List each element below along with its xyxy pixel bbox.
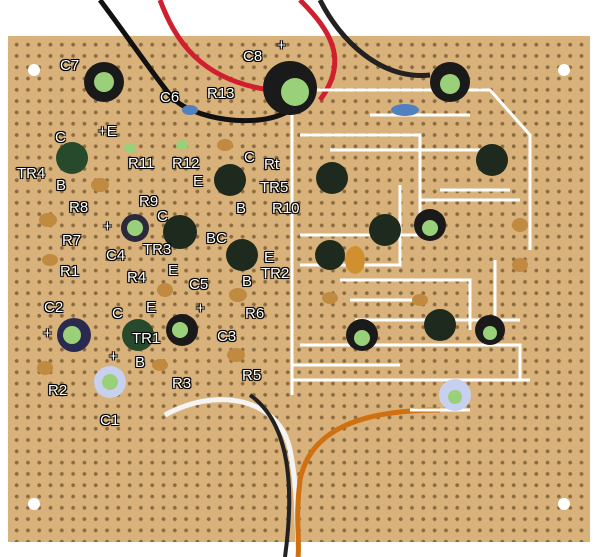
- label-r3: R3: [172, 375, 192, 392]
- label-tr5: TR5: [260, 179, 289, 196]
- mounting-hole: [28, 64, 40, 76]
- label-c1: C1: [100, 412, 120, 429]
- label-tr4: TR4: [17, 165, 46, 182]
- label-b: B: [242, 273, 253, 290]
- label-c: C: [112, 305, 123, 322]
- label-c7: C7: [60, 57, 80, 74]
- label-plus: +: [277, 37, 286, 54]
- label-r1: R1: [60, 263, 80, 280]
- label-r6: R6: [245, 305, 265, 322]
- label-r8: R8: [69, 199, 89, 216]
- label-c5: C5: [189, 276, 209, 293]
- wire-red: [157, 0, 271, 93]
- wire-black: [248, 393, 292, 557]
- label-r13: R13: [207, 85, 235, 102]
- label-plus: +: [109, 348, 118, 365]
- wire-white: [163, 397, 303, 557]
- mounting-hole: [558, 64, 570, 76]
- label-r11: R11: [128, 155, 155, 172]
- label-rt: Rt: [264, 156, 279, 173]
- label-e: E: [146, 299, 157, 316]
- label-r10: R10: [272, 200, 300, 217]
- label-plus: +: [103, 218, 112, 235]
- transistors: [56, 142, 508, 351]
- label-r5: R5: [242, 367, 262, 384]
- perfboard: [8, 36, 590, 542]
- label-r7: R7: [62, 232, 82, 249]
- label-bc: BC: [206, 230, 227, 247]
- label-c3: C3: [217, 328, 237, 345]
- label-c4: C4: [106, 247, 126, 264]
- label-plus-e: +E: [98, 123, 117, 140]
- label-r2: R2: [48, 382, 68, 399]
- label-c8: C8: [243, 48, 263, 65]
- wire-black: [317, 0, 431, 78]
- label-tr1: TR1: [132, 330, 161, 347]
- label-c6: C6: [160, 89, 180, 106]
- label-r12: R12: [172, 155, 200, 172]
- label-c: C: [244, 149, 255, 166]
- label-c: C: [157, 208, 168, 225]
- label-e: E: [193, 173, 204, 190]
- label-b: B: [135, 354, 146, 371]
- mounting-hole: [28, 498, 40, 510]
- mounting-hole: [558, 498, 570, 510]
- label-e: E: [168, 262, 179, 279]
- capacitors: [57, 61, 505, 411]
- resistors: [37, 104, 528, 375]
- label-b: B: [236, 200, 247, 217]
- label-b: B: [56, 177, 67, 194]
- label-plus: +: [196, 300, 205, 317]
- label-tr3: TR3: [143, 241, 172, 258]
- wire-red: [298, 0, 338, 102]
- label-e: E: [264, 249, 275, 266]
- label-r4: R4: [127, 269, 147, 286]
- label-c: C: [55, 129, 66, 146]
- wire-black: [97, 0, 292, 124]
- label-c2: C2: [44, 299, 64, 316]
- label-plus: +: [43, 325, 52, 342]
- label-r9: R9: [139, 193, 159, 210]
- wire-orange: [295, 407, 441, 557]
- label-tr2: TR2: [261, 265, 290, 282]
